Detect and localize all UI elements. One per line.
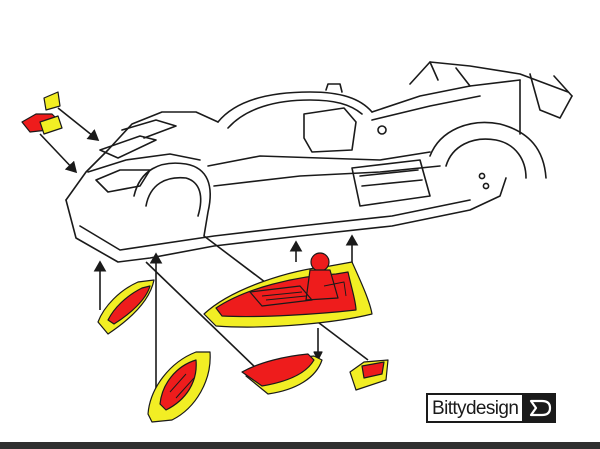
left-mirror-pod [97,279,155,335]
brand-logo: Bittydesign [426,393,582,423]
nose-interior-panel [241,353,323,395]
front-wheel-well-insert [147,351,211,423]
brand-logo-text: Bittydesign [426,393,525,423]
bottom-bar [0,442,600,449]
cockpit-tub-with-driver [203,252,373,361]
rear-mirror-pair [21,91,63,135]
car-body-outline [65,61,573,263]
brand-mark-icon [524,393,557,423]
front-splitter-flaps [349,359,389,391]
